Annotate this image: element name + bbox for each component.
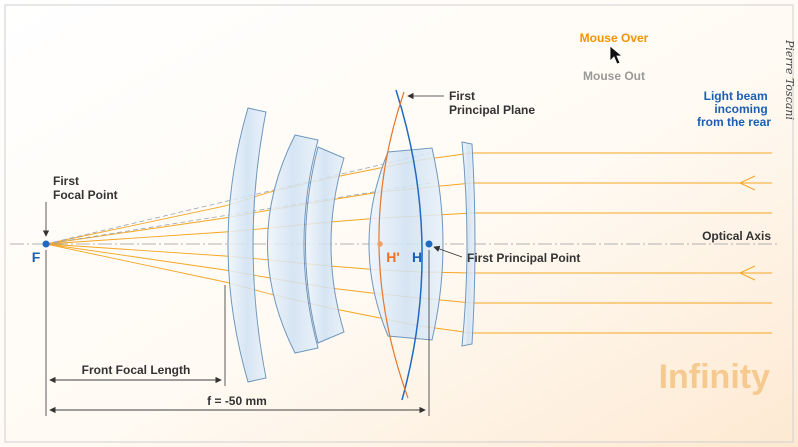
focal-length-label: f = -50 mm [207, 394, 267, 408]
artist-signature: Pierre Toscani [783, 39, 796, 120]
first-focal-point-label: First Focal Point [53, 174, 118, 202]
front-focal-length-label: Front Focal Length [82, 363, 191, 377]
lens-element-4 [368, 147, 444, 341]
optical-axis-label: Optical Axis [702, 229, 771, 243]
ray-direction-arrows [738, 175, 756, 281]
incoming-rays [472, 152, 772, 334]
infinity-label: Infinity [659, 358, 771, 396]
first-principal-point-label: First Principal Point [467, 251, 580, 265]
first-principal-point-dot [425, 240, 433, 248]
first-principal-plane-curve [395, 89, 423, 401]
lens-element-1 [227, 107, 267, 383]
frame [4, 4, 794, 443]
first-principal-plane-label: First Principal Plane [449, 89, 535, 117]
lens-element-3 [305, 146, 345, 344]
focal-point-dot [42, 240, 50, 248]
focal-point-letter: F [32, 249, 41, 265]
lens-element-5 [461, 141, 476, 347]
mouse-out-label[interactable]: Mouse Out [583, 69, 645, 83]
h-prime-label: H' [386, 249, 399, 265]
second-principal-point-dot [377, 241, 383, 247]
lens-element-2 [267, 134, 319, 354]
mouse-over-label[interactable]: Mouse Over [580, 31, 649, 45]
light-beam-label: Light beam incoming from the rear [697, 89, 771, 129]
lens-group [227, 107, 476, 383]
h-label: H [412, 249, 422, 265]
dimension-lines [45, 250, 430, 416]
arrow-cursor-icon [609, 45, 624, 65]
principal-point-pointer [433, 245, 463, 258]
